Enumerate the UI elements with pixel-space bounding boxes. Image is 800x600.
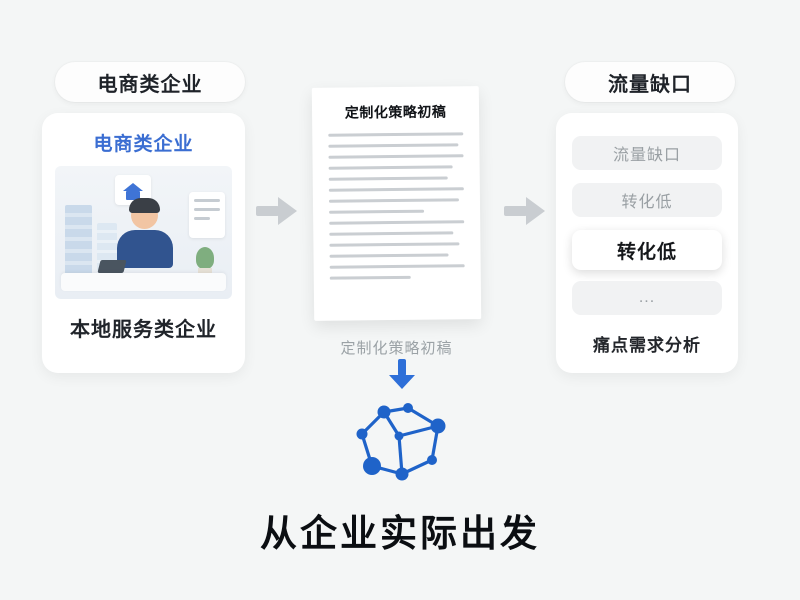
enterprise-card: 电商类企业 本地服务类企业: [42, 113, 245, 373]
plant-icon: [196, 247, 214, 269]
network-graph-icon: [356, 403, 446, 481]
document-caption: 定制化策略初稿: [340, 340, 453, 357]
enterprise-card-title: 电商类企业: [93, 134, 194, 155]
building-icon: [65, 205, 92, 277]
page-title: 从企业实际出发: [260, 513, 540, 554]
right-pill-label: 流量缺口: [608, 73, 692, 96]
arrow-down-icon: [389, 359, 415, 391]
left-category-pill: 电商类企业: [55, 62, 245, 102]
office-illustration: [55, 166, 232, 299]
enterprise-card-caption: 本地服务类企业: [70, 319, 217, 341]
desk-illustration: [61, 273, 226, 291]
pain-point-chip: 流量缺口: [572, 136, 722, 170]
menu-board-icon: [189, 192, 225, 238]
pain-point-chip-selected: 转化低: [572, 230, 722, 270]
arrow-right-icon: [504, 197, 548, 225]
pain-points-caption: 痛点需求分析: [593, 336, 701, 355]
pain-point-chip: 转化低: [572, 183, 722, 217]
person-illustration: [117, 230, 173, 268]
strategy-document: 定制化策略初稿: [311, 86, 482, 321]
right-category-pill: 流量缺口: [565, 62, 735, 102]
left-pill-label: 电商类企业: [97, 73, 203, 96]
laptop-icon: [97, 260, 127, 273]
pain-point-chip: ...: [572, 281, 722, 315]
arrow-right-icon: [256, 197, 300, 225]
document-title: 定制化策略初稿: [344, 103, 447, 121]
pain-points-card: 流量缺口 转化低 转化低 ... 痛点需求分析: [556, 113, 738, 373]
